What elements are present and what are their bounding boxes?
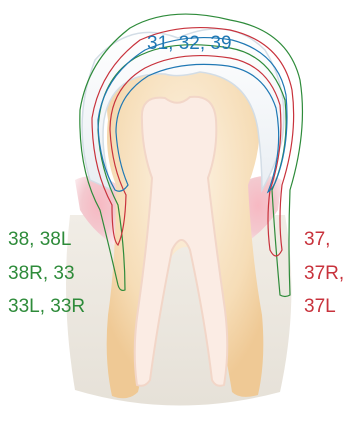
label-top: 31, 32, 39	[147, 34, 232, 53]
label-left-line-3: 33L, 33R	[8, 297, 85, 316]
label-right-line-1: 37,	[304, 230, 330, 249]
label-right-line-3: 37L	[304, 297, 336, 316]
label-right-line-2: 37R,	[304, 264, 344, 283]
label-left-line-1: 38, 38L	[8, 230, 71, 249]
label-left-line-2: 38R, 33	[8, 264, 75, 283]
